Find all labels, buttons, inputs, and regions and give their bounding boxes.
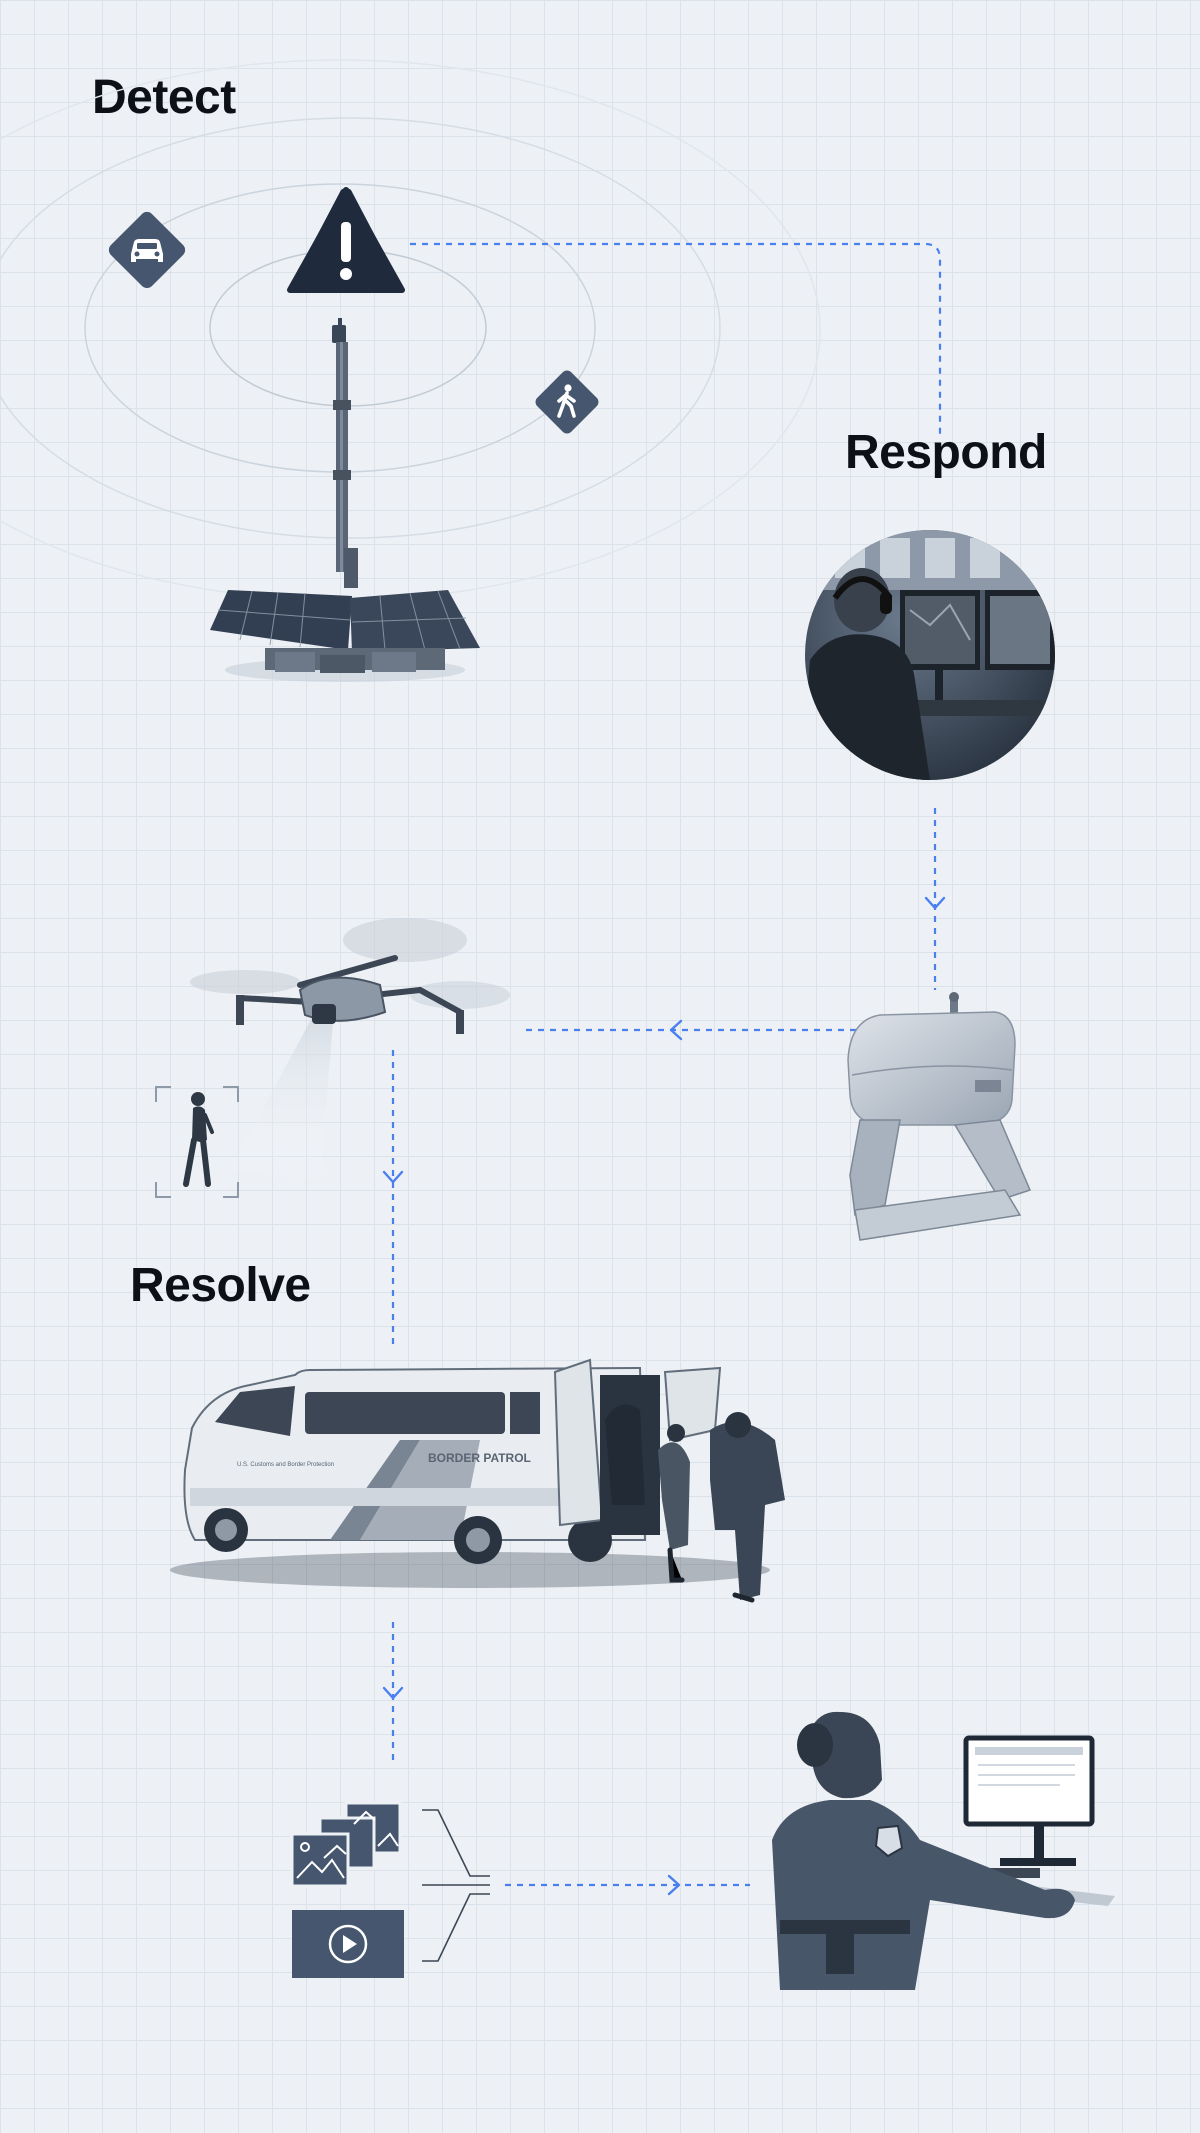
van-bumper-text: U.S. Customs and Border Protection <box>237 1462 334 1468</box>
image-stack-icon <box>290 1801 402 1888</box>
surveillance-tower <box>210 318 480 682</box>
van-side-text: BORDER PATROL <box>428 1451 531 1465</box>
pedestrian-icon <box>535 370 599 434</box>
drone <box>190 918 510 1180</box>
car-icon <box>108 211 186 289</box>
evidence-bracket <box>422 1809 490 1962</box>
respond-heading: Respond <box>845 426 1047 479</box>
officer-workstation <box>772 1711 1115 1990</box>
detect-heading: Detect <box>92 71 236 124</box>
operator-photo <box>805 530 1055 780</box>
connector-detect-respond <box>410 242 942 435</box>
resolve-heading: Resolve <box>130 1259 311 1312</box>
flow-arrowheads <box>382 896 946 1896</box>
person-target <box>155 1086 239 1198</box>
flow-connectors <box>391 242 942 1887</box>
warning-icon <box>287 187 405 293</box>
drone-dock <box>847 992 1032 1241</box>
detection-rings <box>0 59 821 601</box>
border-patrol-van: BORDER PATROL U.S. Customs and Border Pr… <box>170 1358 785 1603</box>
video-icon <box>292 1910 404 1978</box>
